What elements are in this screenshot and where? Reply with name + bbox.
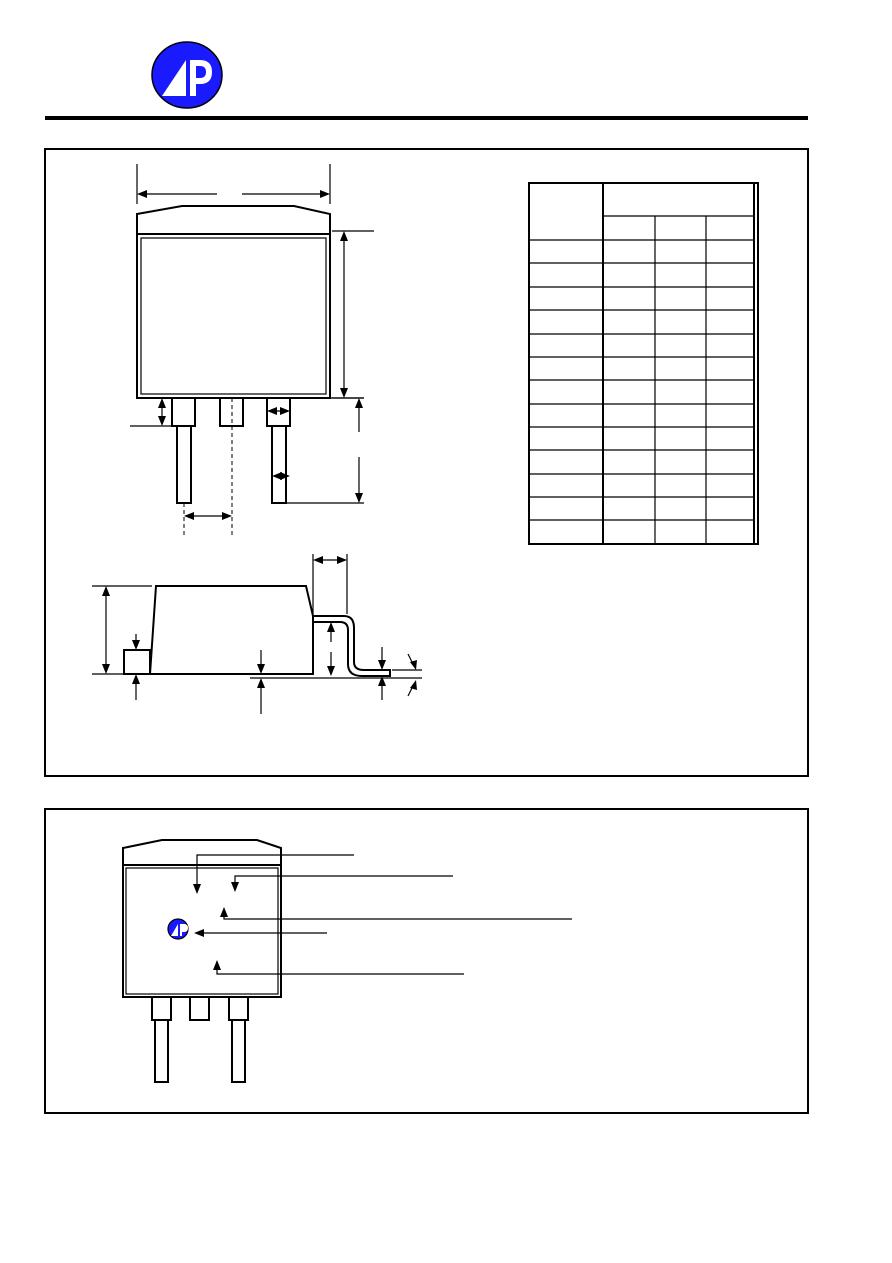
marking-panel xyxy=(44,808,809,1114)
header-rule xyxy=(45,116,808,120)
ap-logo-icon xyxy=(151,41,223,109)
package-outline-drawing xyxy=(92,164,422,714)
marking-drawing xyxy=(122,839,572,1083)
ap-logo-small-icon xyxy=(167,918,189,940)
package-outline-panel xyxy=(44,148,809,777)
company-logo xyxy=(150,40,224,110)
